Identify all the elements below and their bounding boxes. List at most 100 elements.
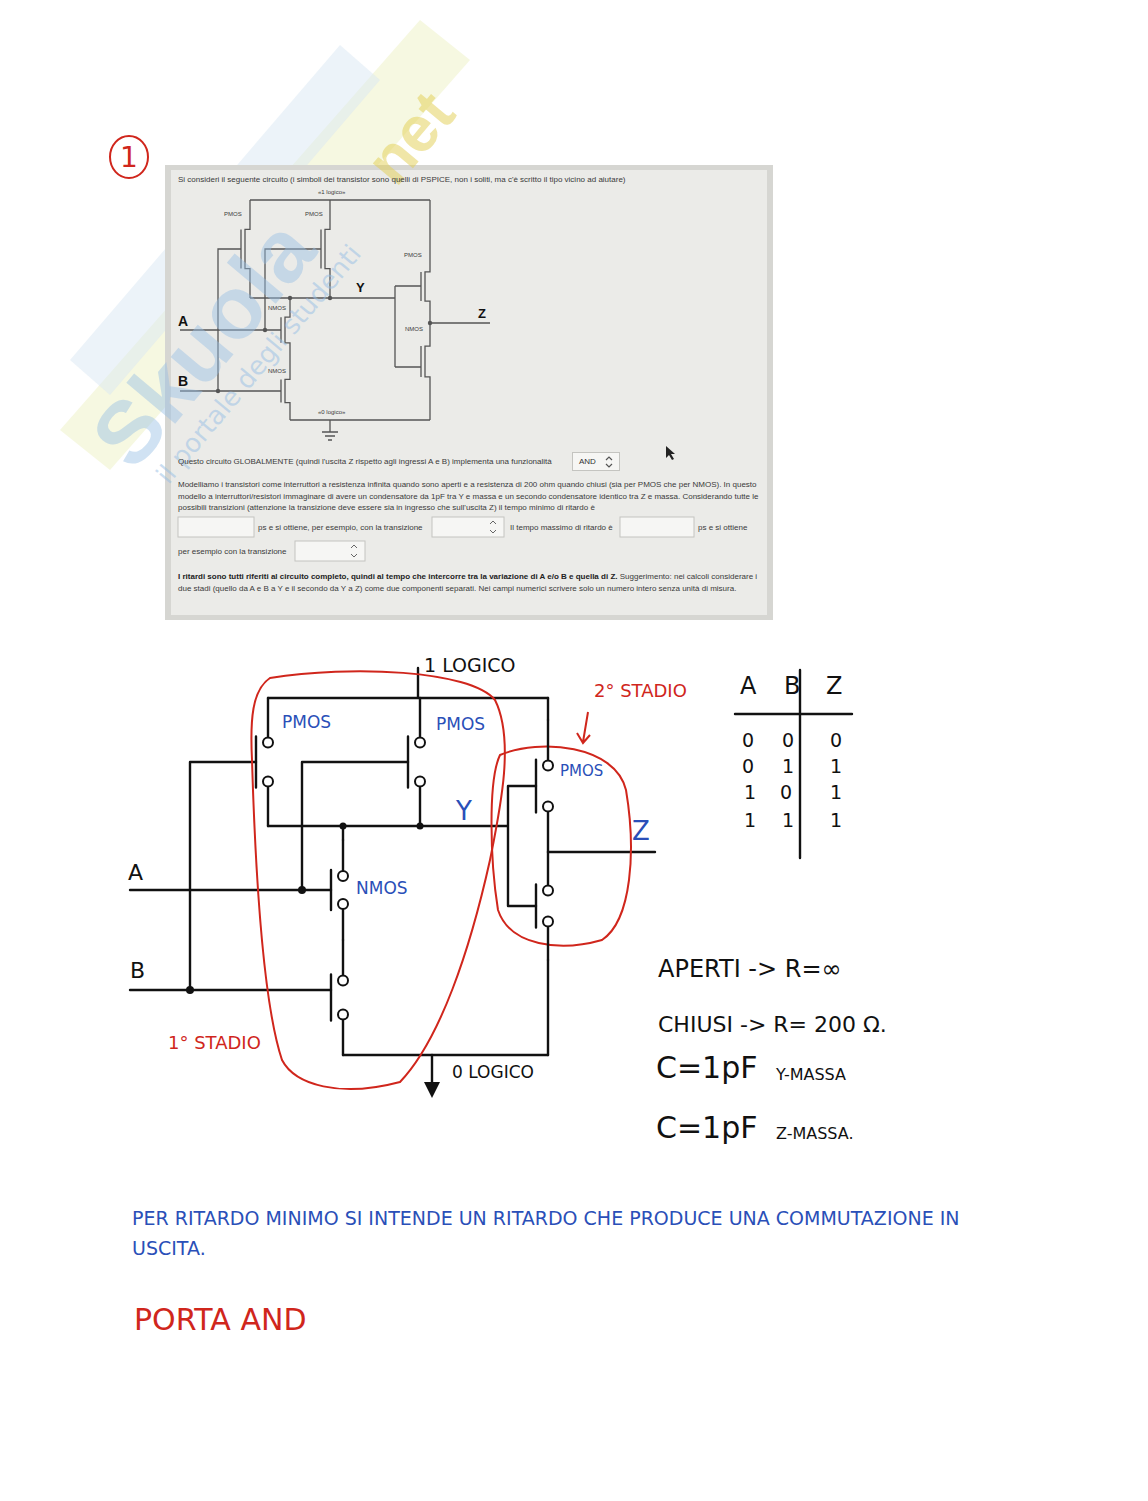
supply-label: 1 LOGICO — [424, 654, 516, 677]
signal-name: B — [178, 373, 188, 390]
mos-symbol — [536, 720, 548, 852]
transistor-label: PMOS — [224, 211, 242, 218]
mos-symbol — [331, 840, 343, 940]
question-text: Il tempo massimo di ritardo è — [510, 523, 613, 533]
table-header: Z — [826, 672, 842, 701]
text-field — [620, 517, 694, 537]
table-header: B — [784, 672, 800, 701]
question-text: ps e si ottiene — [698, 523, 747, 533]
terminal-circle — [263, 737, 273, 747]
junction-dots — [186, 823, 424, 995]
pointer-arrow — [577, 712, 590, 743]
table-cell: 1 — [782, 755, 794, 778]
table-cell: 0 — [782, 729, 794, 752]
terminal-circle — [338, 976, 348, 986]
table-cell: 0 — [830, 729, 842, 752]
terminal-circle — [415, 777, 425, 787]
mouse-cursor — [666, 446, 675, 460]
table-cell: 0 — [780, 781, 792, 804]
callout-number: 1 — [120, 141, 138, 174]
select-field — [432, 517, 504, 537]
ground-lead — [431, 1055, 433, 1084]
transistor-label: PMOS — [404, 252, 422, 259]
junction-dot — [186, 986, 194, 994]
terminal-circle — [543, 801, 553, 811]
table-cell: 1 — [744, 809, 756, 832]
stage-label: 1° STADIO — [168, 1032, 261, 1054]
transistor-label: NMOS — [268, 305, 286, 312]
table-cell: 1 — [782, 809, 794, 832]
capacitor-note: Z-MASSA. — [776, 1124, 854, 1143]
note-text: I ritardi sono tutti riferiti al circuit… — [178, 572, 617, 581]
terminal-circle — [543, 885, 553, 895]
question-text: per esempio con la transizione — [178, 547, 287, 557]
table-cell: 1 — [830, 755, 842, 778]
terminal-circle — [415, 737, 425, 747]
signal-name: Y — [356, 280, 365, 296]
select-value: AND — [579, 457, 596, 466]
stage-outline — [251, 671, 504, 1089]
transistor-label: PMOS — [305, 211, 323, 218]
second-stage-input — [420, 786, 536, 906]
signal-name: A — [178, 313, 188, 330]
b-input — [130, 989, 331, 991]
terminal-circle — [338, 899, 348, 909]
transistor-label: PMOS — [282, 712, 331, 732]
terminal-circle — [543, 917, 553, 927]
text-field — [178, 517, 254, 537]
chevron-path — [606, 457, 612, 467]
signal-name: B — [130, 958, 145, 984]
model-note: APERTI -> R=∞ — [658, 955, 842, 984]
paragraph: I ritardi sono tutti riferiti al circuit… — [178, 571, 763, 594]
junction-dot — [340, 823, 347, 830]
signal-name: Z — [632, 816, 650, 847]
signal-name: Y — [456, 796, 472, 827]
mos-symbol — [408, 698, 420, 826]
ground-symbol — [322, 432, 338, 440]
capacitor-note: C=1pF — [656, 1050, 757, 1086]
mos-symbol — [331, 940, 343, 1055]
transistor-label: NMOS — [356, 878, 408, 898]
transistor-label: NMOS — [268, 368, 286, 375]
answer-select: AND — [572, 452, 620, 471]
table-cell: 1 — [830, 809, 842, 832]
signal-name: Z — [478, 306, 486, 322]
stage-label: 2° STADIO — [594, 680, 687, 702]
table-header: A — [740, 672, 756, 701]
junction-dot — [298, 886, 306, 894]
select-chevrons — [604, 455, 614, 469]
stage-outline — [492, 747, 631, 946]
circle-outline-shape — [110, 136, 148, 178]
conclusion-heading: PORTA AND — [134, 1302, 307, 1338]
mos-symbol — [421, 323, 430, 400]
definition-note: PER RITARDO MINIMO SI INTENDE UN RITARDO… — [132, 1203, 1032, 1264]
transistor-label: PMOS — [560, 762, 603, 780]
table-cell: 1 — [830, 781, 842, 804]
terminal-circle — [338, 871, 348, 881]
b-to-pmos-gate — [190, 762, 256, 990]
ground-arrow — [424, 1082, 440, 1098]
table-cell: 1 — [744, 781, 756, 804]
capacitor-note: C=1pF — [656, 1110, 757, 1146]
table-cell: 0 — [742, 755, 754, 778]
callout-circle: 1 — [108, 134, 150, 180]
ground-rail — [343, 1054, 548, 1056]
z-output — [430, 322, 490, 323]
terminal-circle — [338, 1010, 348, 1020]
z-output — [548, 851, 655, 853]
question-text: Modelliamo i transistori come interrutto… — [178, 479, 763, 514]
ground-label: «0 logico» — [318, 409, 345, 416]
model-note: CHIUSI -> R= 200 Ω. — [658, 1012, 887, 1038]
mos-symbol — [421, 250, 430, 323]
signal-name: A — [128, 860, 143, 886]
question-text: Questo circuito GLOBALMENTE (quindi l'us… — [178, 457, 552, 467]
supply-label: «1 logico» — [318, 189, 345, 196]
mos-symbol — [256, 698, 268, 826]
question-text: Si consideri il seguente circuito (i sim… — [178, 175, 626, 185]
ground-label: 0 LOGICO — [452, 1062, 534, 1082]
truth-table-lines — [735, 670, 852, 858]
select-field — [295, 541, 365, 561]
terminal-circle — [543, 761, 553, 771]
terminal-circle — [263, 777, 273, 787]
